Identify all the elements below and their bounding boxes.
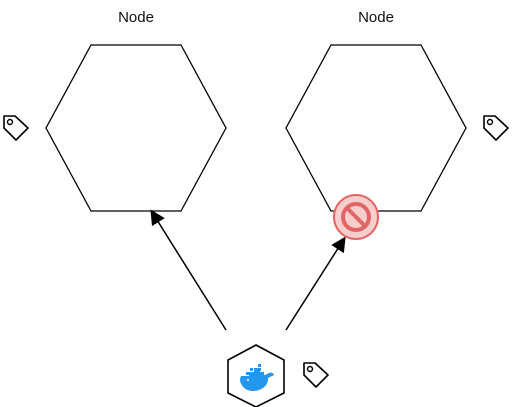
node-left: Node xyxy=(45,9,227,212)
node-right-label: Node xyxy=(358,9,394,26)
node-right: Node xyxy=(285,9,467,212)
docker-container-icon xyxy=(227,344,285,407)
tag-icon xyxy=(303,362,329,388)
node-left-label: Node xyxy=(118,9,154,26)
tag-icon xyxy=(483,115,509,141)
node-right-hexagon xyxy=(285,44,467,212)
tag-icon xyxy=(3,115,29,141)
prohibited-icon xyxy=(333,194,379,240)
arrow-to-left-node xyxy=(150,209,227,331)
node-left-hexagon xyxy=(45,44,227,212)
arrow-to-right-node xyxy=(285,236,346,331)
